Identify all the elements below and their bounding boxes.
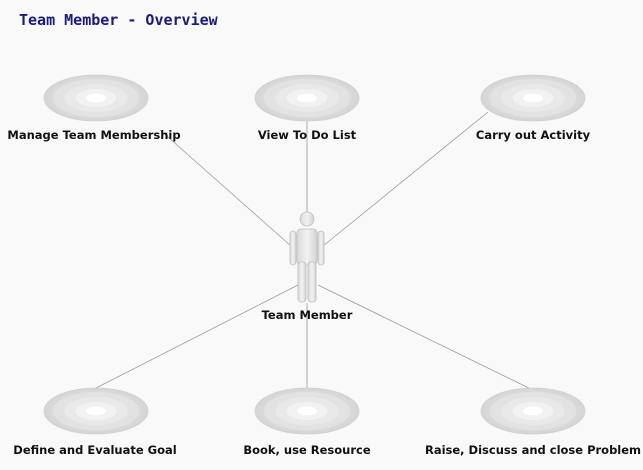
use-case-label: Carry out Activity	[476, 128, 591, 142]
association-manage-team-membership	[159, 129, 292, 247]
use-case-ellipse	[480, 387, 586, 435]
use-case-label: Book, use Resource	[243, 443, 370, 457]
association-define-and-evaluate-goal	[91, 284, 299, 391]
associations	[91, 111, 534, 391]
actor-label: Team Member	[262, 308, 353, 322]
use-case-label: Raise, Discuss and close Problem	[425, 443, 641, 457]
use-case-ellipse	[480, 74, 586, 122]
association-carry-out-activity	[322, 111, 489, 247]
use-case-ellipse	[254, 387, 360, 435]
use-case-book-use-resource[interactable]: Book, use Resource	[243, 387, 371, 457]
actor-team-member[interactable]: Team Member	[262, 211, 353, 322]
actor-icon	[289, 211, 325, 303]
use-case-define-and-evaluate-goal[interactable]: Define and Evaluate Goal	[13, 387, 177, 457]
use-case-manage-team-membership[interactable]: Manage Team Membership	[7, 74, 181, 142]
use-case-ellipse	[43, 387, 149, 435]
use-case-view-to-do-list[interactable]: View To Do List	[254, 74, 360, 142]
use-case-ellipse	[254, 74, 360, 122]
use-case-label: View To Do List	[258, 128, 357, 142]
use-case-carry-out-activity[interactable]: Carry out Activity	[476, 74, 591, 142]
use-case-label: Manage Team Membership	[7, 128, 180, 142]
use-case-raise-discuss-close-problem[interactable]: Raise, Discuss and close Problem	[425, 387, 641, 457]
association-raise-discuss-close-problem	[317, 284, 534, 391]
use-case-label: Define and Evaluate Goal	[13, 443, 176, 457]
use-case-ellipse	[43, 74, 149, 122]
diagram-title: Team Member - Overview	[19, 11, 218, 29]
